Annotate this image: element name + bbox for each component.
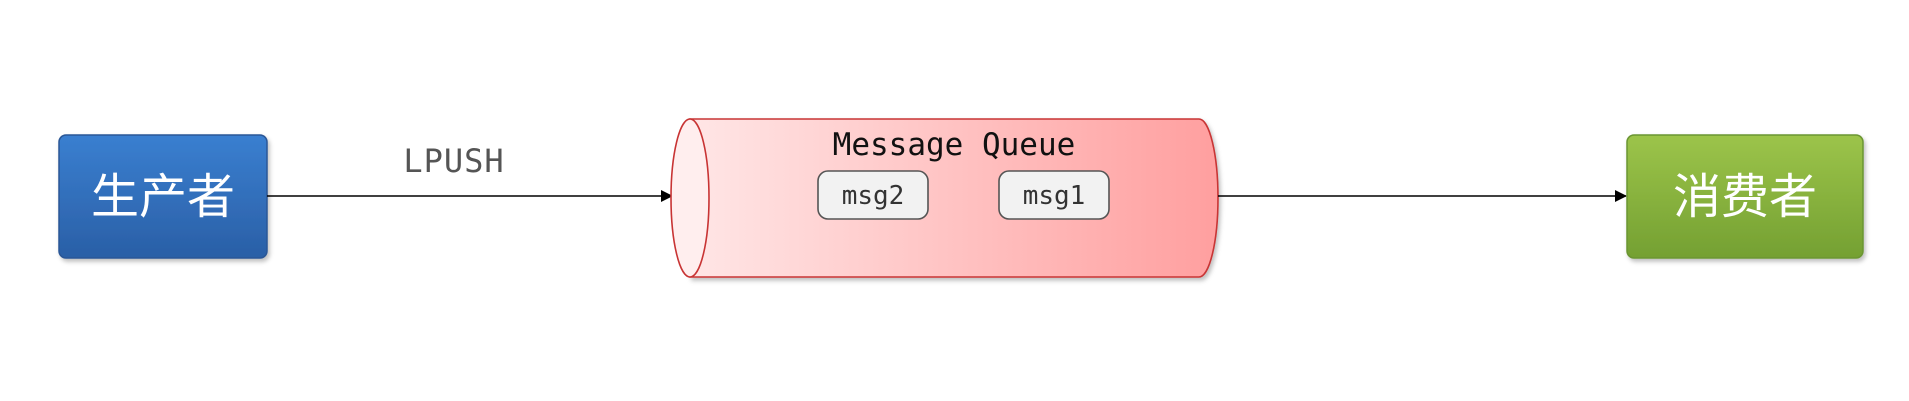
queue-title: Message Queue [833,127,1076,163]
queue-end-cap [670,118,710,278]
edge-in-label: LPUSH [403,142,504,180]
queue-message-msg1: msg1 [998,170,1110,220]
message-label: msg1 [1023,181,1086,211]
message-label: msg2 [842,181,905,211]
consumer-label: 消费者 [1673,169,1817,225]
consumer-box [1626,134,1864,259]
producer-node: 生产者 [58,134,268,259]
message-box [998,170,1110,220]
queue-message-msg2: msg2 [817,170,929,220]
queue-body [689,118,1219,278]
consumer-node: 消费者 [1626,134,1864,259]
message-box [817,170,929,220]
message-queue: Message Queue msg2 msg1 [670,118,1219,278]
producer-label: 生产者 [91,169,235,225]
edge-producer-to-queue: LPUSH [267,142,673,202]
